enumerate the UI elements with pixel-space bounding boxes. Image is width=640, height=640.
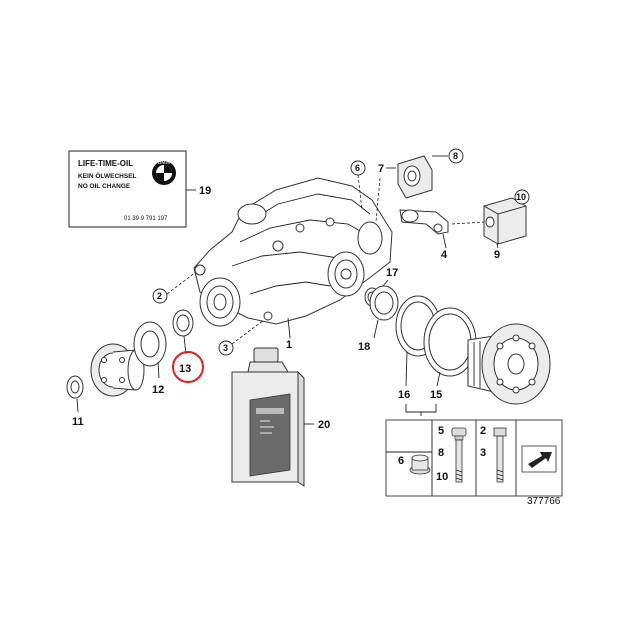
legend-col2-item-2: 3 <box>480 447 486 459</box>
mounting-bracket-4 <box>399 209 449 235</box>
oil-label-line2: NO OIL CHANGE <box>78 183 131 190</box>
highlight-circle-13 <box>172 351 204 383</box>
legend-col2-item-1: 2 <box>480 425 486 437</box>
shaft-seal-13 <box>172 309 194 337</box>
callout-1: 1 <box>286 339 292 351</box>
callout-6: 6 <box>355 163 360 173</box>
callout-15: 15 <box>430 389 442 401</box>
hardware-legend: 5 8 10 2 3 6 <box>385 419 563 497</box>
ring-18 <box>369 285 399 321</box>
legend-col1-item-1: 5 <box>438 425 444 437</box>
oil-label-line1: KEIN ÖLWECHSEL <box>78 171 137 180</box>
legend-col1-item-2: 8 <box>438 447 444 459</box>
cover-plate-12 <box>133 321 167 367</box>
callout-9: 9 <box>494 249 500 261</box>
callout-7: 7 <box>378 163 384 175</box>
callout-10: 10 <box>516 192 526 202</box>
location-arrow-icon <box>521 445 557 473</box>
callout-16: 16 <box>398 389 410 401</box>
oil-label-box: LIFE-TIME-OIL KEIN ÖLWECHSEL NO OIL CHAN… <box>68 150 187 228</box>
legend-col1-item-3: 10 <box>436 471 448 483</box>
legend-nut-label: 6 <box>398 455 404 467</box>
callout-18: 18 <box>358 341 370 353</box>
flange-nut-icon <box>409 454 431 475</box>
output-flange-cover <box>467 323 551 405</box>
hex-bolt-icon <box>493 427 507 483</box>
callout-17: 17 <box>386 267 398 279</box>
callout-4: 4 <box>441 249 448 261</box>
diagram-number: 377766 <box>527 496 561 507</box>
callout-3: 3 <box>223 343 228 353</box>
callout-8: 8 <box>453 151 458 161</box>
callout-11: 11 <box>72 416 84 428</box>
callout-20: 20 <box>318 419 330 431</box>
bmw-logo-text: BMW <box>158 160 171 166</box>
shaft-seal-ring-11 <box>66 375 84 399</box>
left-output-flange <box>90 343 145 397</box>
callout-13: 13 <box>179 363 191 375</box>
bmw-logo-icon: BMW <box>152 160 176 185</box>
rubber-mount-bushing <box>397 155 433 199</box>
rear-mount-bushing <box>483 197 527 245</box>
callout-2: 2 <box>157 291 162 301</box>
bolt-icon <box>451 427 467 483</box>
callout-12: 12 <box>152 384 164 396</box>
oil-label-part-number: 01 39 9 791 197 <box>124 216 168 222</box>
differential-housing <box>193 177 393 327</box>
callout-19: 19 <box>199 185 211 197</box>
oil-bottle <box>231 347 305 487</box>
gasket-15 <box>423 307 477 377</box>
oil-label-title: LIFE-TIME-OIL <box>78 159 133 168</box>
